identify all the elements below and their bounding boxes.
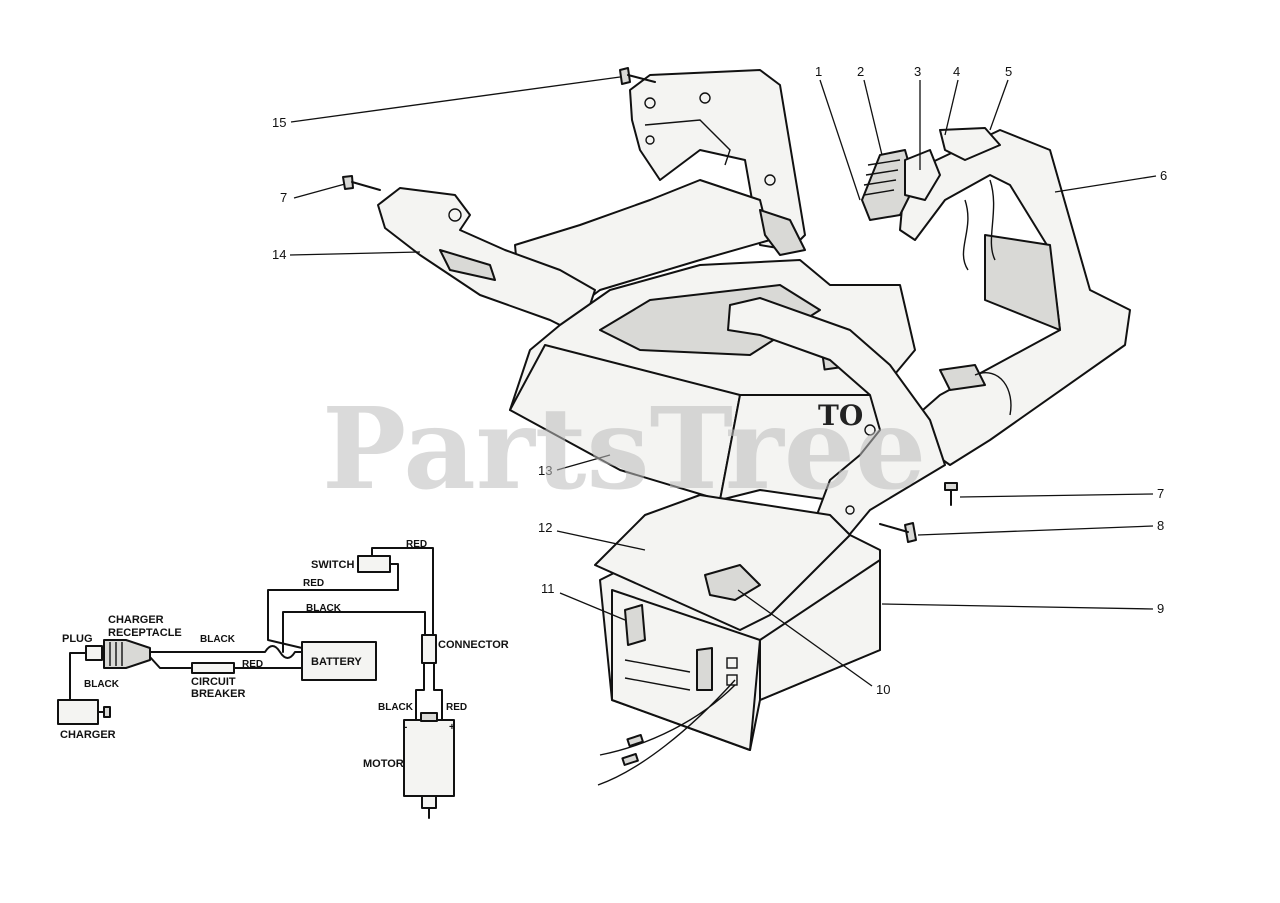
charger-symbol [57,699,99,725]
charger-receptacle-label-2: RECEPTACLE [108,627,182,639]
switch-trigger-assembly [861,127,1001,221]
callout-14: 14 [272,247,286,262]
callout-12: 12 [538,520,552,535]
wire-black-label-top: BLACK [306,603,342,614]
switch-label: SWITCH [311,559,354,571]
motor-minus-label: - [404,722,407,733]
wiring-schematic: PLUG CHARGER RECEPTACLE BLACK BLACK CHAR… [57,539,509,819]
plug-symbol [85,645,103,661]
battery-label: BATTERY [311,656,362,668]
motor-symbol [403,719,455,797]
circuit-breaker-label-2: BREAKER [191,688,245,700]
motor-label: MOTOR [363,758,404,770]
callout-8: 8 [1157,518,1164,533]
callout-13: 13 [538,463,552,478]
callout-5: 5 [1005,64,1012,79]
callout-3: 3 [914,64,921,79]
wire-black-label-charger: BLACK [84,679,120,690]
callout-7-top: 7 [280,190,287,205]
callouts: 1 2 3 4 5 6 7 7 8 9 10 11 12 13 14 15 [272,64,1167,697]
callout-11: 11 [541,581,555,596]
connector-label: CONNECTOR [438,639,509,651]
motor-plus-label: + [449,722,455,733]
battery-lid-part [594,494,851,631]
wire-black-label-motor: BLACK [378,702,414,713]
battery-symbol [301,641,377,681]
callout-15: 15 [272,115,286,130]
connector-symbol [421,634,437,664]
right-handle-frame [899,129,1131,466]
charger-receptacle-symbol [103,639,151,669]
callout-4: 4 [953,64,960,79]
wire-black-label-receptacle: BLACK [200,634,236,645]
callout-6: 6 [1160,168,1167,183]
wire-red-label-motor: RED [446,702,467,713]
callout-10: 10 [876,682,890,697]
wire-red-label-switch-loop: RED [303,578,324,589]
wire-red-label-switch: RED [406,539,427,550]
switch-symbol [357,555,391,573]
callout-7-right: 7 [1157,486,1164,501]
screws [342,67,958,543]
callout-9: 9 [1157,601,1164,616]
charger-label: CHARGER [60,729,116,741]
circuit-breaker-label-1: CIRCUIT [191,676,236,688]
left-grip-part [377,187,596,336]
wire-red-label-breaker: RED [242,659,263,670]
circuit-breaker-symbol [191,662,235,674]
callout-2: 2 [857,64,864,79]
watermark-text: PartsTree [322,384,926,515]
housing-brand-text: TO [818,399,863,432]
plug-label: PLUG [62,633,93,645]
charger-receptacle-label-1: CHARGER [108,614,164,626]
callout-1: 1 [815,64,822,79]
